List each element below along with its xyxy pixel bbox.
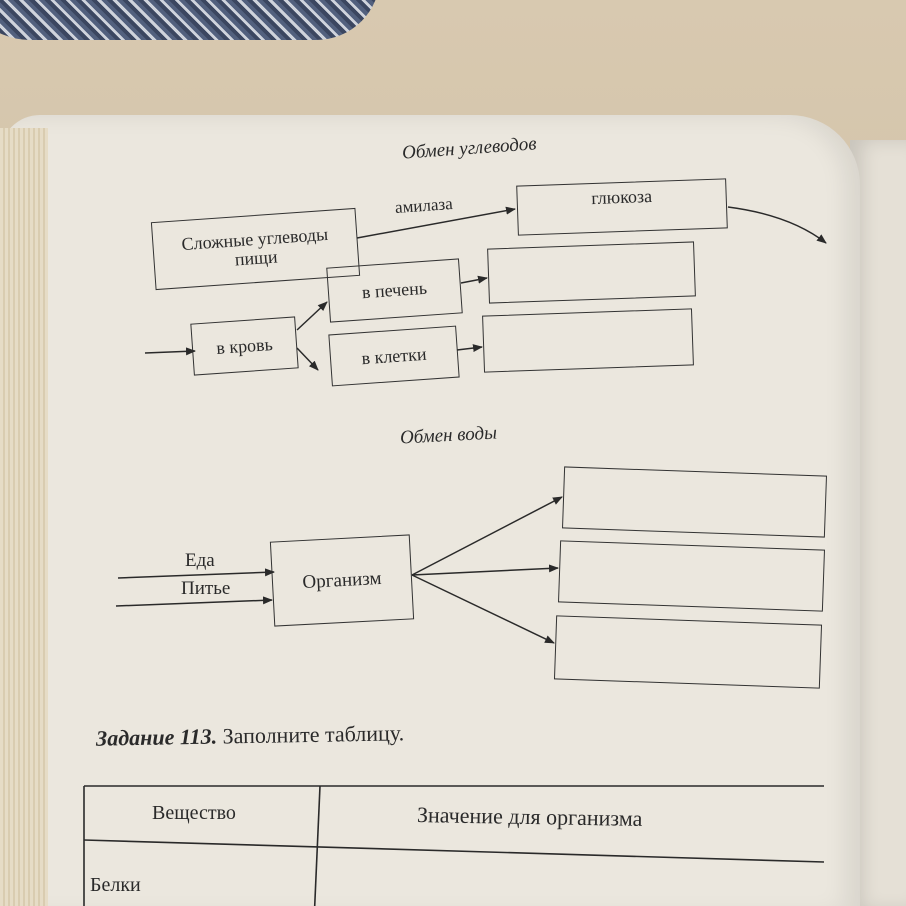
arrow-into-blood: [144, 347, 196, 356]
arrow-blood-to-cells: [296, 347, 319, 371]
arrow-food-in: [117, 568, 275, 579]
arrow-glucose-out: [727, 206, 827, 244]
task-text: Заполните таблицу.: [222, 720, 405, 749]
book-page: [0, 115, 860, 906]
drink-label: Питье: [181, 578, 231, 599]
arrow-cells-to-answer: [456, 344, 483, 353]
background-cloth: [0, 0, 380, 40]
page-edge: [0, 128, 48, 906]
arrow-drink-in: [115, 596, 273, 607]
table-cell-proteins-meaning[interactable]: [322, 864, 822, 906]
table-header-meaning: Значение для организма: [416, 802, 643, 831]
task-heading: Задание 113. Заполните таблицу.: [96, 720, 405, 751]
table-grid: [83, 785, 824, 906]
table-header-substance: Вещество: [152, 802, 236, 824]
arrow-liver-to-answer: [460, 275, 488, 284]
answer-table: Вещество Значение для организма Белки: [82, 782, 824, 906]
table-row-proteins: Белки: [90, 874, 141, 896]
arrow-blood-to-liver: [296, 301, 328, 331]
arrow-complex-to-glucose: [356, 206, 516, 239]
food-label: Еда: [185, 550, 215, 571]
arrow-organism-out-3: [411, 574, 555, 644]
arrow-organism-out-2: [411, 564, 559, 576]
arrow-organism-out-1: [411, 496, 563, 576]
task-label: Задание 113.: [95, 723, 218, 751]
